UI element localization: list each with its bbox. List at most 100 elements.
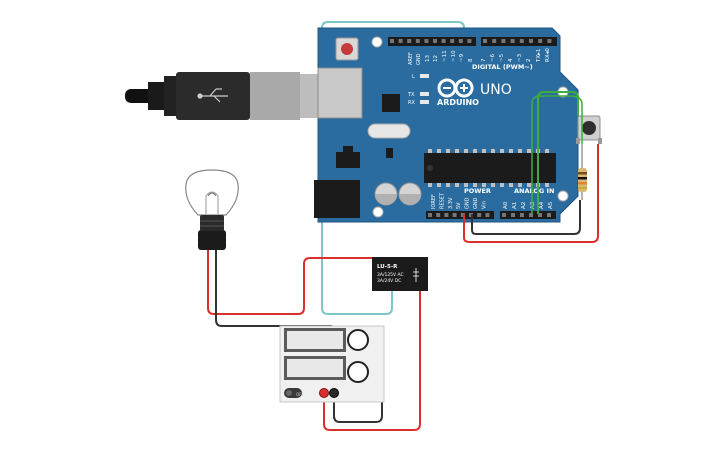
digital-pin-label: RX◂0: [545, 48, 551, 62]
header-pin[interactable]: [398, 39, 403, 43]
chip-pin: [545, 149, 549, 153]
led-rx-label: RX: [408, 100, 415, 106]
power-pin-label: GND: [465, 197, 471, 209]
analog-pin-label: A1: [512, 202, 518, 209]
voltage-regulator: [336, 152, 360, 168]
analog-pin-label: A4: [539, 201, 545, 209]
digital-pin-label: ~6: [490, 53, 496, 62]
wire-red-5v-button[interactable]: [463, 144, 599, 243]
led-l-label: L: [412, 74, 415, 80]
header-pin[interactable]: [511, 213, 515, 217]
digital-pin-label: ~9: [459, 53, 465, 62]
light-bulb[interactable]: [185, 169, 239, 250]
wire-red-relay-coil[interactable]: [384, 222, 464, 258]
wire-red-relay-supply[interactable]: [323, 291, 421, 431]
digital-pin-label: 4: [508, 58, 514, 62]
wire-black-gnd-resistor[interactable]: [471, 200, 581, 235]
header-pin[interactable]: [483, 39, 487, 43]
power-supply[interactable]: OFF: [279, 325, 385, 403]
header-pin[interactable]: [501, 39, 506, 43]
header-pin[interactable]: [467, 39, 472, 43]
header-pin[interactable]: [547, 213, 551, 217]
current-knob[interactable]: [347, 361, 369, 383]
usb-cable-loop-lower[interactable]: [321, 120, 393, 315]
arduino-infinity-logo: [437, 78, 474, 98]
header-pin[interactable]: [428, 213, 432, 217]
wire-green-resistor[interactable]: [531, 95, 583, 214]
header-pin[interactable]: [538, 39, 543, 43]
resistor[interactable]: [578, 144, 587, 200]
gnd-top-label: GND: [416, 53, 422, 65]
logo-signs: [443, 84, 468, 92]
power-pin-label: IOREF: [431, 194, 437, 209]
header-pin[interactable]: [502, 213, 506, 217]
header-pin[interactable]: [529, 213, 533, 217]
chip-pin: [428, 183, 432, 187]
digital-pin-label: 2: [526, 59, 532, 63]
header-pin[interactable]: [450, 39, 455, 43]
header-pin[interactable]: [424, 39, 429, 43]
aref-label: AREF: [408, 52, 414, 65]
wire-red-5v-relay[interactable]: [380, 228, 464, 260]
header-pin[interactable]: [529, 39, 533, 43]
digital-pin-label: ~10: [451, 50, 457, 62]
chip-pin: [518, 149, 522, 153]
header-pin[interactable]: [458, 39, 463, 43]
header-pin[interactable]: [547, 39, 552, 43]
chip-pin: [482, 149, 486, 153]
header-pin[interactable]: [485, 213, 490, 217]
relay-rating-ac: 3A/125V AC: [377, 272, 404, 278]
header-pin[interactable]: [444, 213, 449, 217]
analog-pin-label: A5: [548, 201, 554, 209]
power-pin-label: Vin: [481, 201, 487, 209]
header-pin[interactable]: [460, 213, 465, 217]
voltage-knob[interactable]: [347, 329, 369, 351]
header-pin[interactable]: [441, 39, 446, 43]
supply-terminal-positive[interactable]: [319, 388, 329, 398]
header-pin[interactable]: [492, 39, 497, 43]
header-pin[interactable]: [415, 39, 420, 43]
header-pin[interactable]: [452, 213, 457, 217]
chip-pin: [455, 149, 459, 153]
digital-pin-label: 8: [468, 58, 474, 62]
header-pin[interactable]: [520, 213, 524, 217]
relay[interactable]: LU-5-R 3A/125V AC 3A/24V DC: [372, 257, 428, 291]
header-pin[interactable]: [510, 39, 515, 43]
chip-pin: [509, 183, 513, 187]
led-tx-label: TX: [407, 92, 415, 98]
chip-pin: [527, 183, 531, 187]
digital-pin-label: ~11: [442, 50, 448, 62]
power-header[interactable]: [426, 211, 494, 219]
usb-cable-loop[interactable]: [321, 21, 465, 120]
digital-pin-label: ~5: [499, 53, 505, 62]
chip-pin: [464, 183, 468, 187]
digital-header-right[interactable]: [481, 37, 557, 46]
supply-terminal-negative[interactable]: [329, 388, 339, 398]
arduino-brand: ARDUINO: [437, 98, 479, 107]
chip-pin: [473, 149, 477, 153]
wire-red-bulb-relay[interactable]: [207, 250, 372, 315]
wire-black-supply-loop[interactable]: [333, 396, 383, 423]
header-pin[interactable]: [407, 39, 412, 43]
analog-header[interactable]: [500, 211, 556, 219]
relay-model: LU-5-R: [377, 264, 398, 270]
digital-section-label: DIGITAL (PWM~): [472, 63, 533, 71]
header-pin[interactable]: [433, 39, 437, 43]
header-pin[interactable]: [477, 213, 482, 217]
header-pin[interactable]: [436, 213, 441, 217]
digital-header-left[interactable]: [388, 37, 476, 46]
push-button[interactable]: [576, 115, 602, 144]
digital-pin-label: TX▸1: [536, 49, 542, 63]
supply-switch-label: OFF: [296, 392, 304, 397]
power-pin-label: RESET: [439, 192, 445, 209]
header-pin[interactable]: [538, 213, 542, 217]
chip-pin: [545, 183, 549, 187]
header-pin[interactable]: [519, 39, 524, 43]
crystal-oscillator: [367, 123, 411, 139]
chip-pin: [464, 149, 468, 153]
header-pin[interactable]: [390, 39, 394, 43]
